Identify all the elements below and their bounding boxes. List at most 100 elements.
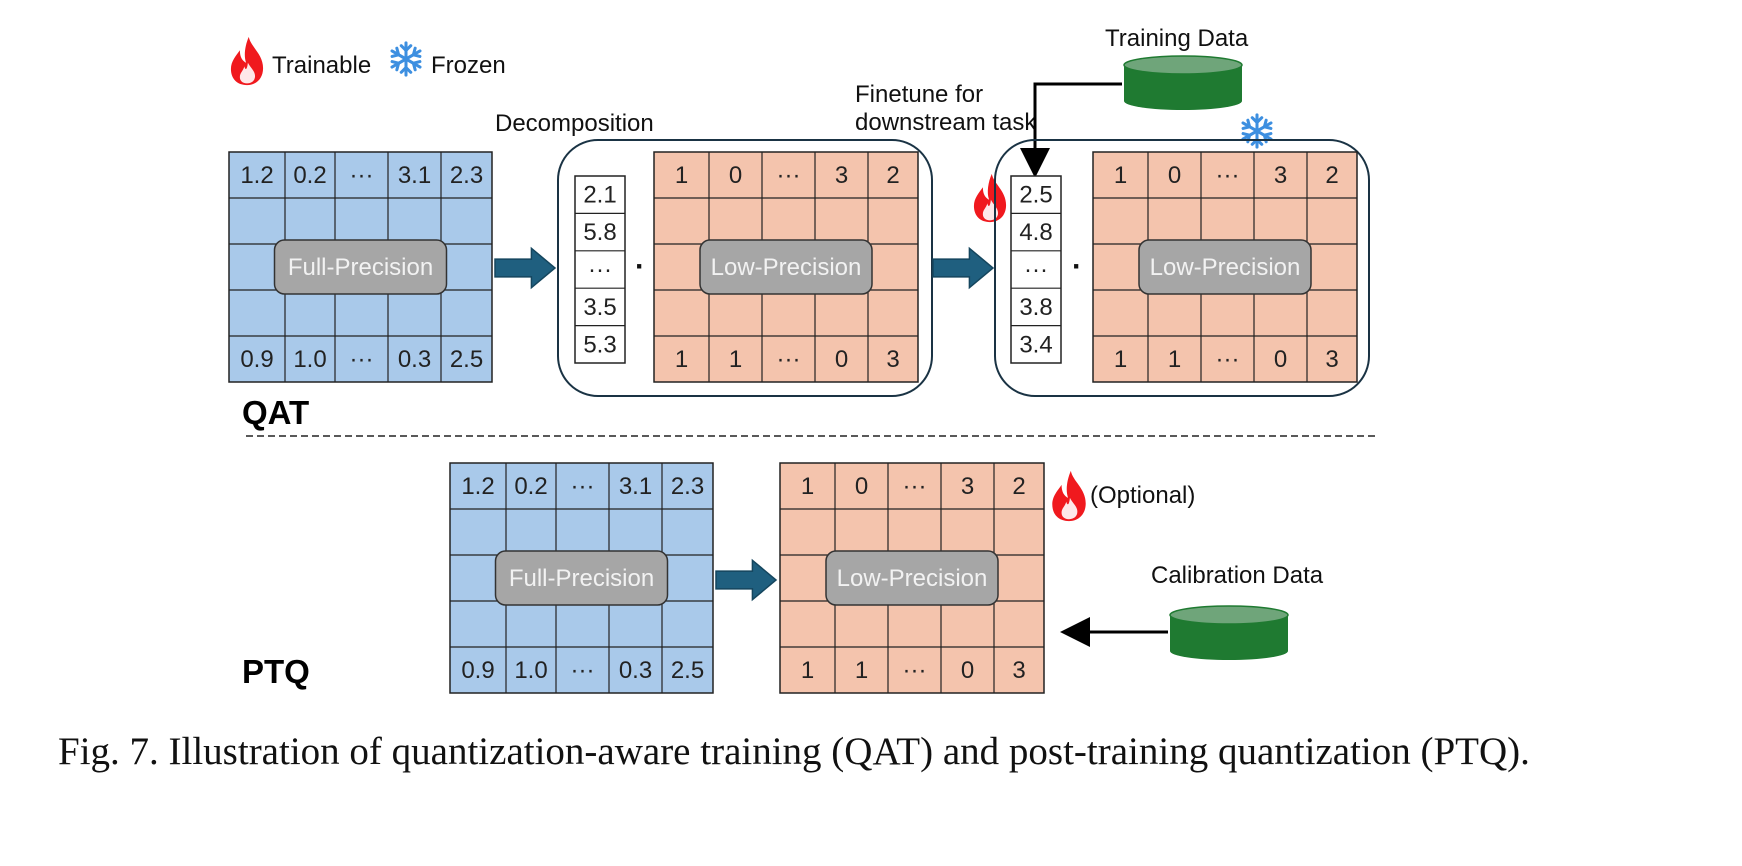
matrix-cell-value: 3 xyxy=(1325,346,1338,373)
matrix-cell-value: 2.5 xyxy=(671,657,704,684)
vector-cell-value: 5.8 xyxy=(583,219,616,246)
matrix-cell-value: 3.1 xyxy=(619,473,652,500)
decomposed-group-frame xyxy=(557,139,933,397)
matrix-cell-value: 1 xyxy=(1168,346,1181,373)
matrix-cell-value: 1 xyxy=(855,657,868,684)
matrix-cell-value: ··· xyxy=(777,162,801,189)
matrix-cell-value: ··· xyxy=(1216,346,1240,373)
matrix-cell-value: ··· xyxy=(903,473,927,500)
right-arrow-icon xyxy=(715,559,777,601)
matrix-cell-value: 0.9 xyxy=(461,657,494,684)
vector-cell-value: 2.1 xyxy=(583,182,616,209)
matrix-cell-value: 3 xyxy=(1012,657,1025,684)
precision-pill xyxy=(1138,239,1312,295)
vector-cell-value: 4.8 xyxy=(1019,219,1052,246)
flame-icon xyxy=(1052,470,1086,522)
database-icon xyxy=(1169,605,1289,661)
training-data-arrow xyxy=(1020,82,1122,178)
matrix-cell-value: ··· xyxy=(777,346,801,373)
matrix-cell-value: 0 xyxy=(729,162,742,189)
matrix-cell-value: 2.3 xyxy=(671,473,704,500)
flame-icon xyxy=(973,173,1007,223)
matrix-cell-value: 1 xyxy=(729,346,742,373)
matrix-cell-value: 1 xyxy=(675,162,688,189)
snowflake-icon xyxy=(390,43,423,75)
multiply-dot: · xyxy=(1072,250,1082,283)
database-icon xyxy=(1123,55,1243,111)
precision-pill xyxy=(494,550,669,606)
matrix-cell-value: 2.3 xyxy=(450,162,483,189)
matrix-cell-value: 3 xyxy=(886,346,899,373)
ptq-section-label: PTQ xyxy=(242,653,310,690)
matrix-cell-value: 3 xyxy=(961,473,974,500)
legend-trainable-label: Trainable xyxy=(272,52,371,79)
vector-cell-value: 3.5 xyxy=(583,294,616,321)
finetune-label-line2: downstream task xyxy=(855,109,1037,136)
matrix-cell-value: 0 xyxy=(1274,346,1287,373)
figure-caption: Fig. 7. Illustration of quantization-awa… xyxy=(58,730,1530,773)
matrix-cell-value: 0 xyxy=(1168,162,1181,189)
flame-icon xyxy=(230,36,264,86)
matrix-cell-value: 0.3 xyxy=(619,657,652,684)
matrix-cell-value: 1 xyxy=(801,657,814,684)
vector-cell-value: 2.5 xyxy=(1019,182,1052,209)
matrix-cell-value: 0.2 xyxy=(514,473,547,500)
matrix-cell-value: ··· xyxy=(1216,162,1240,189)
matrix-cell-value: 3.1 xyxy=(398,162,431,189)
matrix-cell-value: 0 xyxy=(855,473,868,500)
finetuned-group-frame xyxy=(994,139,1370,397)
matrix-cell-value: 1 xyxy=(675,346,688,373)
matrix-cell-value: 1 xyxy=(801,473,814,500)
qat-section-label: QAT xyxy=(242,394,309,431)
matrix-cell-value: 0 xyxy=(835,346,848,373)
matrix-cell-value: ··· xyxy=(903,657,927,684)
precision-pill-label: Full-Precision xyxy=(509,565,654,592)
vector-cell-value: 3.8 xyxy=(1019,294,1052,321)
matrix-cell-value: 0 xyxy=(961,657,974,684)
optional-label: (Optional) xyxy=(1090,482,1195,509)
matrix-cell-value: ··· xyxy=(350,346,374,373)
training-data-label: Training Data xyxy=(1105,25,1249,52)
matrix-cell-value: 2.5 xyxy=(450,346,483,373)
precision-pill xyxy=(699,239,873,295)
matrix-cell-value: 0.3 xyxy=(398,346,431,373)
multiply-dot: · xyxy=(635,250,645,283)
right-arrow-icon xyxy=(494,247,556,289)
matrix-cell-value: 2 xyxy=(1012,473,1025,500)
vector-cell-value: 5.3 xyxy=(583,331,616,358)
matrix-cell-value: 2 xyxy=(886,162,899,189)
precision-pill xyxy=(825,550,999,606)
precision-pill-label: Low-Precision xyxy=(1150,254,1301,281)
vector-cell-value: ··· xyxy=(588,257,612,284)
matrix-cell-value: 1.0 xyxy=(514,657,547,684)
vector-cell-value: 3.4 xyxy=(1019,331,1052,358)
decomposition-label: Decomposition xyxy=(495,110,654,137)
matrix-cell-value: 1 xyxy=(1114,162,1127,189)
matrix-cell-value: 1 xyxy=(1114,346,1127,373)
legend-frozen-label: Frozen xyxy=(431,52,506,79)
precision-pill-label: Low-Precision xyxy=(837,565,988,592)
matrix-cell-value: 3 xyxy=(835,162,848,189)
precision-pill xyxy=(273,239,448,295)
matrix-cell-value: ··· xyxy=(571,657,595,684)
finetune-label-line1: Finetune for xyxy=(855,81,983,108)
calibration-data-label: Calibration Data xyxy=(1151,562,1324,589)
matrix-cell-value: 1.0 xyxy=(293,346,326,373)
matrix-cell-value: ··· xyxy=(571,473,595,500)
matrix-cell-value: 1.2 xyxy=(240,162,273,189)
matrix-cell-value: 0.9 xyxy=(240,346,273,373)
right-arrow-icon xyxy=(932,247,994,289)
snowflake-icon xyxy=(1241,115,1274,147)
precision-pill-label: Full-Precision xyxy=(288,254,433,281)
precision-pill-label: Low-Precision xyxy=(711,254,862,281)
vector-cell-value: ··· xyxy=(1024,257,1048,284)
matrix-cell-value: 2 xyxy=(1325,162,1338,189)
matrix-cell-value: ··· xyxy=(350,162,374,189)
decomposed-scale-vector: 2.1 5.8 ··· 3.5 5.3 xyxy=(574,175,626,364)
